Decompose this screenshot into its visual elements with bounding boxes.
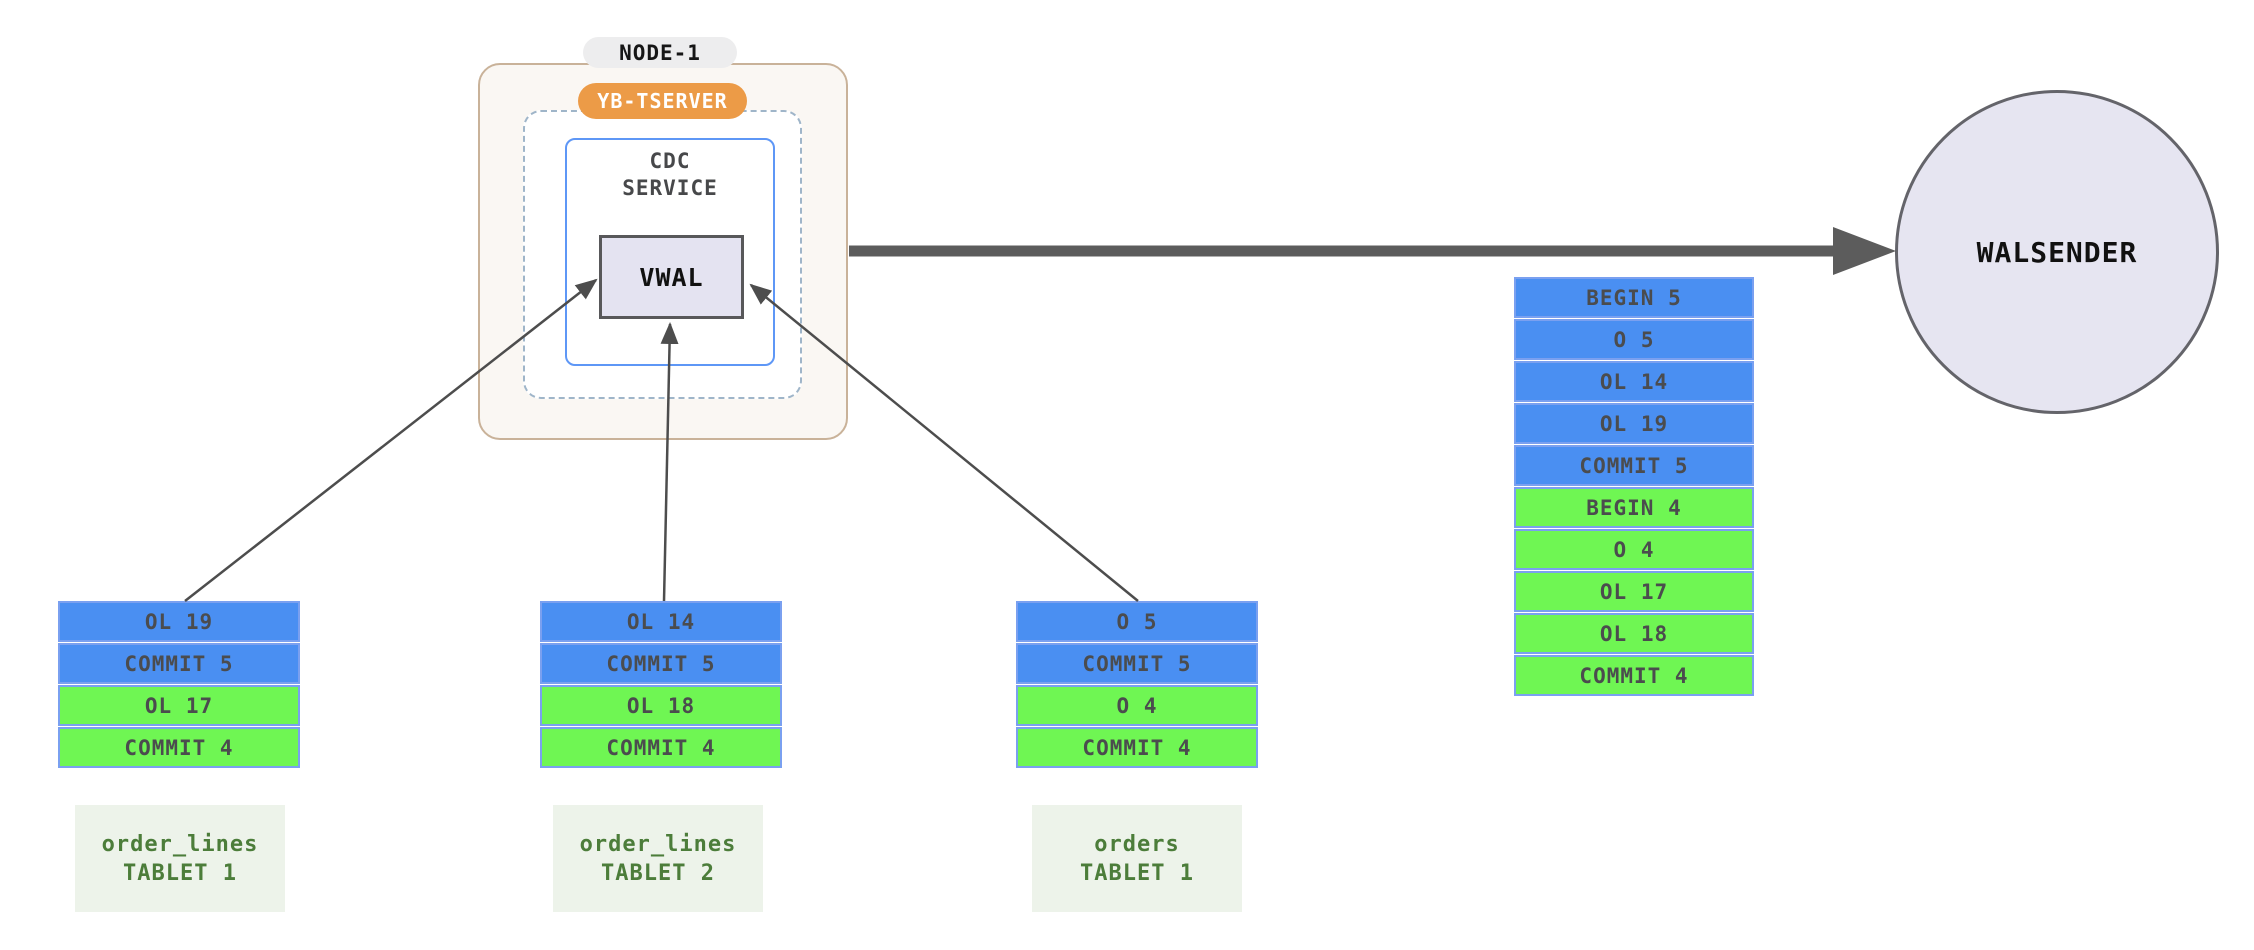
node-to-walsender-arrowhead (1833, 227, 1896, 275)
wal-record: O 4 (1016, 685, 1258, 726)
merged-stream-row: O 5 (1514, 319, 1754, 360)
wal-record: COMMIT 4 (540, 727, 782, 768)
node-1-title: NODE-1 (619, 40, 701, 65)
wal-record: COMMIT 5 (540, 643, 782, 684)
walsender-circle: WALSENDER (1895, 90, 2219, 414)
wal-record: COMMIT 4 (1016, 727, 1258, 768)
wal-record: OL 19 (58, 601, 300, 642)
merged-stream-row: O 4 (1514, 529, 1754, 570)
merged-stream-row: COMMIT 4 (1514, 655, 1754, 696)
merged-stream-row: COMMIT 5 (1514, 445, 1754, 486)
wal-record: O 5 (1016, 601, 1258, 642)
cdc-service-title-line1: CDC (649, 149, 691, 173)
wal-record: OL 18 (540, 685, 782, 726)
yb-tserver-label: YB-TSERVER (597, 89, 728, 113)
merged-stream-row: OL 14 (1514, 361, 1754, 402)
tablet-1-label: order_lines TABLET 1 (75, 805, 285, 912)
tablet-3-table-name: orders (1094, 831, 1180, 857)
tablet-2-tablet-name: TABLET 2 (601, 860, 715, 886)
merged-change-stream: BEGIN 5 O 5 OL 14 OL 19 COMMIT 5 BEGIN 4… (1514, 277, 1754, 696)
tablet-1-table-name: order_lines (101, 831, 259, 857)
tablet-2-table-name: order_lines (579, 831, 737, 857)
tablet-1-tablet-name: TABLET 1 (123, 860, 237, 886)
wal-record: OL 17 (58, 685, 300, 726)
tablet-3-wal-stack: O 5 COMMIT 5 O 4 COMMIT 4 (1016, 601, 1258, 768)
merged-stream-row: BEGIN 5 (1514, 277, 1754, 318)
vwal-box: VWAL (599, 235, 744, 319)
node-1-title-badge: NODE-1 (583, 37, 737, 68)
merged-stream-row: OL 17 (1514, 571, 1754, 612)
cdc-service-title: CDC SERVICE (565, 148, 775, 202)
merged-stream-row: OL 19 (1514, 403, 1754, 444)
cdc-service-title-line2: SERVICE (622, 176, 718, 200)
merged-stream-row: BEGIN 4 (1514, 487, 1754, 528)
tablet-2-wal-stack: OL 14 COMMIT 5 OL 18 COMMIT 4 (540, 601, 782, 768)
tablet-3-tablet-name: TABLET 1 (1080, 860, 1194, 886)
tablet-1-wal-stack: OL 19 COMMIT 5 OL 17 COMMIT 4 (58, 601, 300, 768)
tablet-3-label: orders TABLET 1 (1032, 805, 1242, 912)
walsender-label: WALSENDER (1976, 235, 2138, 269)
yb-tserver-badge: YB-TSERVER (578, 83, 747, 119)
vwal-label: VWAL (639, 262, 704, 292)
wal-record: COMMIT 5 (58, 643, 300, 684)
merged-stream-row: OL 18 (1514, 613, 1754, 654)
tablet-2-label: order_lines TABLET 2 (553, 805, 763, 912)
wal-record: COMMIT 4 (58, 727, 300, 768)
wal-record: OL 14 (540, 601, 782, 642)
wal-record: COMMIT 5 (1016, 643, 1258, 684)
